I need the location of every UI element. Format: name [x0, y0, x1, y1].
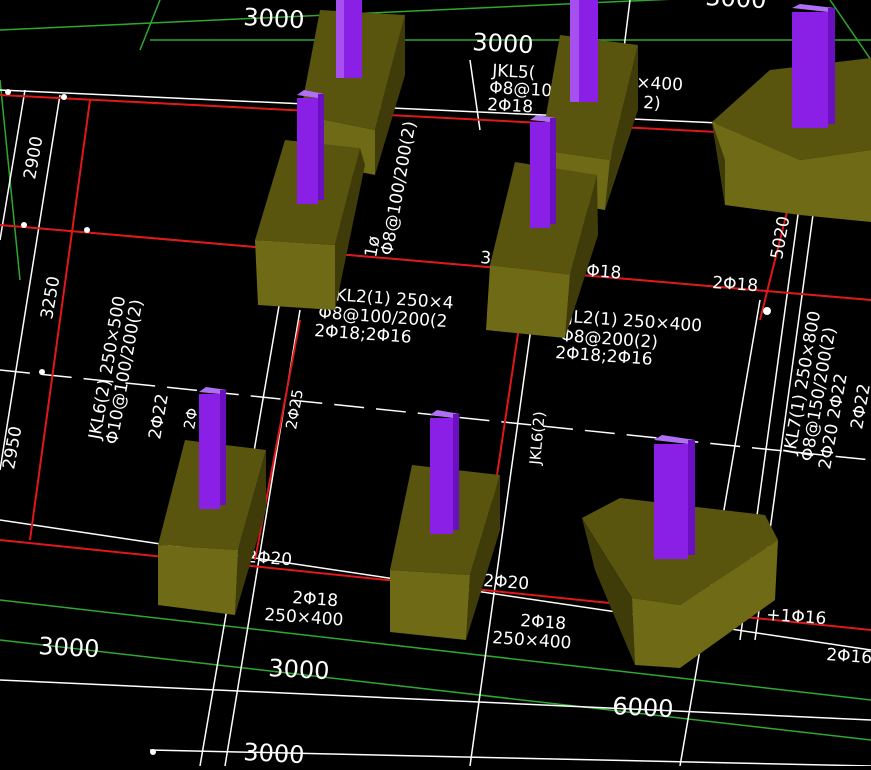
right-bar2: Φ18 — [586, 261, 622, 283]
jkl5-bars: 2Φ18 — [487, 95, 534, 117]
column-5[interactable] — [530, 115, 556, 228]
jkl5-stirrup: Φ8@10 — [489, 78, 553, 101]
footing-5[interactable] — [486, 162, 598, 338]
beam-a-top: 2Φ20 — [246, 547, 293, 570]
dim-top-right: 3000 — [705, 0, 767, 14]
jkl6-short: JKL6(2) — [526, 411, 549, 467]
snap-markers — [5, 89, 771, 755]
foundation-elements — [158, 0, 871, 668]
jkl7-bars: 2Φ22 — [847, 382, 871, 431]
beam-c: +1Φ16 — [766, 605, 827, 629]
beam-b-size: 250×400 — [492, 628, 572, 653]
column-8[interactable] — [654, 435, 695, 559]
dim-left-upper: 2900 — [20, 135, 47, 181]
column-4[interactable] — [297, 90, 324, 204]
vert-prefix: 1ø — [361, 234, 384, 258]
beam-d: 2Φ16 — [826, 645, 871, 668]
column-7[interactable] — [430, 410, 460, 534]
jkl5-bars-tail: 2) — [643, 93, 661, 114]
column-2[interactable] — [570, 0, 598, 102]
dim-top-left: 3000 — [243, 3, 305, 34]
dim-bottom-left: 3000 — [38, 632, 100, 663]
dim-bottom-mid: 3000 — [268, 654, 330, 685]
dim-left-lower: 2950 — [0, 425, 26, 471]
right-bar: 2Φ18 — [712, 273, 759, 296]
column-1[interactable] — [336, 0, 362, 78]
column-3[interactable] — [792, 4, 835, 128]
column-6[interactable] — [199, 387, 227, 509]
footing-4[interactable] — [255, 140, 365, 310]
dim-right-side: 5020 — [767, 215, 794, 261]
dim-bottom-right: 6000 — [612, 692, 674, 723]
jkl5-size: ×400 — [636, 73, 684, 95]
dim-top-mid: 3000 — [472, 28, 534, 59]
beam-b-bars: 2Φ18 — [520, 611, 567, 634]
footing-3[interactable] — [712, 58, 871, 222]
dim-bottom-low: 3000 — [243, 738, 305, 766]
beam-a-size: 250×400 — [264, 605, 344, 630]
jkl6-bars: 2Φ22 — [145, 392, 173, 441]
dimension-labels: 3000 3000 3000 2900 3250 2950 5020 3000 … — [0, 0, 794, 769]
mid-bar: 3 — [480, 248, 492, 269]
jkl5-name: JKL5( — [491, 61, 536, 83]
jkl6-tail: 2Φ — [180, 407, 201, 431]
beam-b-top: 2Φ20 — [483, 571, 530, 594]
beam-a-bars: 2Φ18 — [292, 588, 339, 611]
